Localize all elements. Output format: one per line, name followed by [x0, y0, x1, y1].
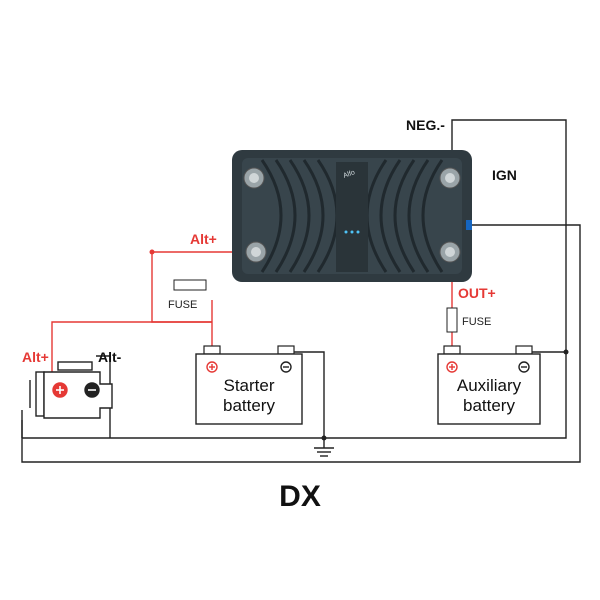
starter-battery: Starter battery — [195, 345, 303, 425]
alt-minus-wire — [96, 355, 111, 438]
starter-battery-label-line1: Starter — [223, 376, 274, 395]
ign-label: IGN — [492, 167, 517, 183]
fuse-left-label: FUSE — [168, 299, 197, 311]
junction-dot — [149, 249, 155, 255]
fuse-right-icon — [446, 307, 458, 333]
plus-icon — [446, 361, 458, 373]
negative-wiring — [21, 119, 581, 463]
dx-device: Alfo — [232, 150, 472, 282]
alt-plus-engine-label: Alt+ — [22, 349, 49, 365]
plus-icon — [206, 361, 218, 373]
alt-minus-engine-label: Alt- — [98, 349, 122, 365]
terminal-alt-plus-icon — [245, 241, 267, 263]
junction-dot — [563, 349, 569, 355]
terminal-top-right-icon — [439, 167, 461, 189]
auxiliary-battery-label-line1: Auxiliary — [457, 376, 522, 395]
fuse-left-icon — [173, 279, 207, 291]
fuse-right-label: FUSE — [462, 316, 491, 328]
neg-wire — [22, 119, 567, 439]
neg-label: NEG.- — [406, 117, 445, 133]
terminal-out-plus-icon — [439, 241, 461, 263]
alt-plus-device-label: Alt+ — [190, 231, 217, 247]
ground-icon — [314, 438, 334, 457]
starter-neg-wire — [290, 351, 325, 438]
starter-battery-label-line2: battery — [223, 396, 275, 415]
engine-icon — [29, 361, 113, 419]
auxiliary-battery: Auxiliary battery — [437, 345, 541, 425]
minus-icon — [280, 361, 292, 373]
minus-icon — [518, 361, 530, 373]
junction-dot — [321, 435, 327, 441]
ign-wire — [21, 224, 581, 463]
terminal-neg-icon — [243, 167, 265, 189]
device-brand: Alfo — [342, 169, 356, 180]
auxiliary-battery-label-line2: battery — [463, 396, 515, 415]
diagram-title: DX — [279, 480, 321, 513]
engine-alt-plus-wire — [51, 321, 212, 372]
out-plus-label: OUT+ — [458, 285, 496, 301]
